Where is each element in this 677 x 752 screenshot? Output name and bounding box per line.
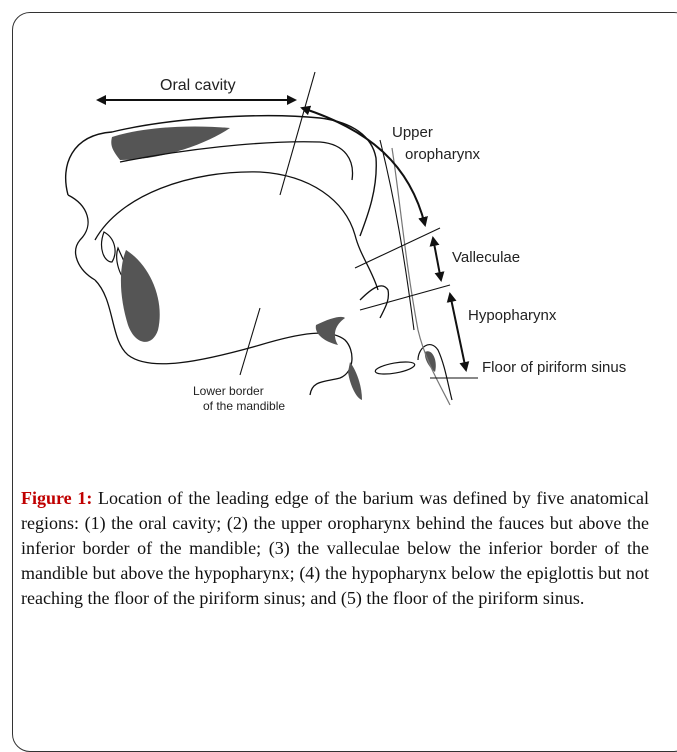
label-lower-border-1: Lower border — [193, 384, 264, 398]
valleculae-arrow — [433, 238, 441, 280]
mandible-shade — [121, 250, 160, 342]
label-upper-oropharynx-2: oropharynx — [405, 146, 481, 163]
caption-figure-label: Figure 1: — [21, 488, 92, 508]
anatomy-diagram: Oral cavity Upper oropharynx Valleculae … — [0, 0, 677, 480]
label-floor-piriform: Floor of piriform sinus — [482, 359, 626, 376]
piriform-outline — [418, 345, 452, 400]
mandible-border-line — [355, 228, 440, 268]
label-valleculae: Valleculae — [452, 249, 520, 266]
label-upper-oropharynx-1: Upper — [392, 124, 433, 141]
caption-text: Location of the leading edge of the bari… — [21, 488, 649, 608]
label-lower-border-2: of the mandible — [203, 399, 285, 413]
hard-palate-shade — [111, 126, 230, 160]
hyoid-shade — [316, 317, 345, 345]
label-hypopharynx: Hypopharynx — [468, 307, 557, 324]
label-oral-cavity: Oral cavity — [160, 77, 236, 94]
lips-outline — [68, 195, 95, 280]
hypopharynx-arrow — [450, 294, 466, 370]
lower-border-pointer — [240, 308, 260, 375]
upper-teeth — [102, 232, 115, 262]
larynx-shade — [348, 362, 362, 400]
arytenoid-shade — [425, 351, 436, 372]
epiglottis-outline — [360, 286, 388, 318]
vocal-fold — [374, 360, 415, 377]
oral-cavity-boundary-line — [280, 72, 315, 195]
figure-caption: Figure 1: Location of the leading edge o… — [21, 486, 649, 611]
